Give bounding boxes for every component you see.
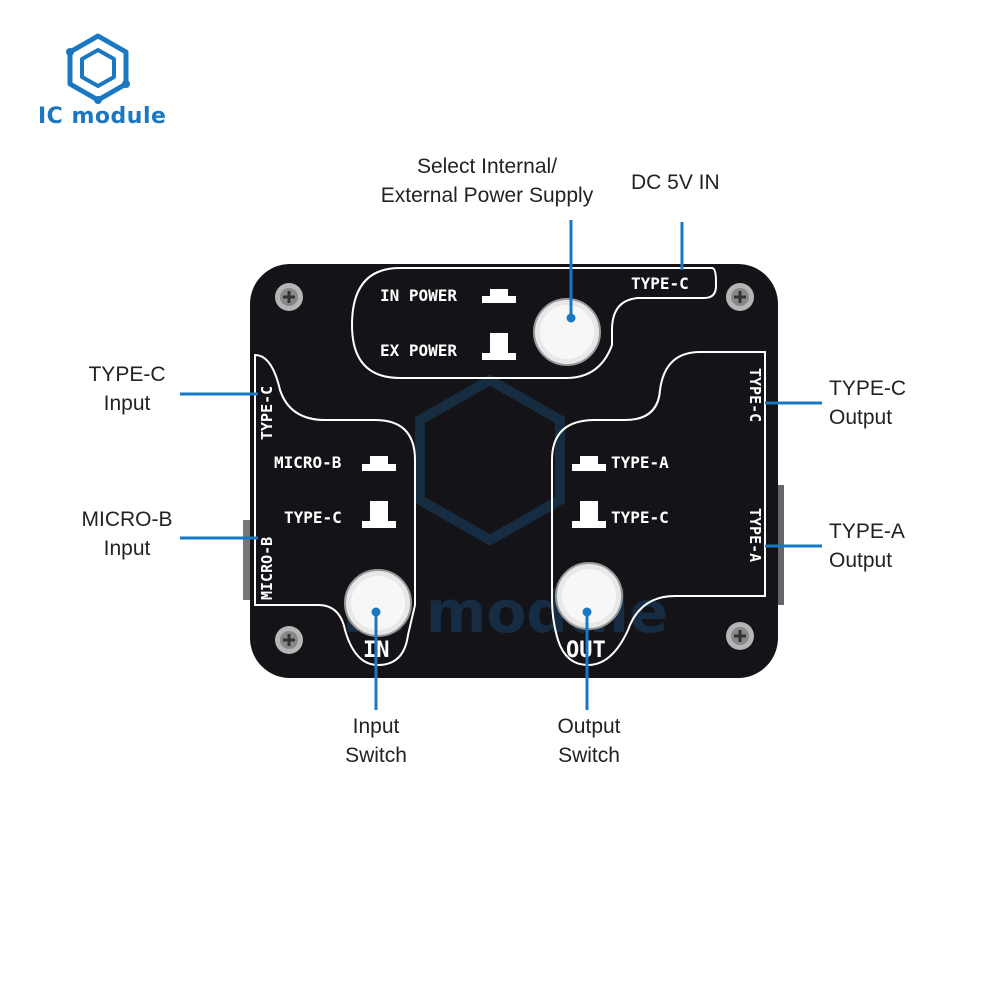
switch-position-down-icon bbox=[572, 501, 606, 528]
brand-name: IC module bbox=[38, 104, 167, 129]
ex-power-label: EX POWER bbox=[380, 341, 457, 360]
in-power-label: IN POWER bbox=[380, 286, 457, 305]
callout-output-switch-line2: Switch bbox=[558, 744, 620, 767]
callout-select-power-line2: External Power Supply bbox=[380, 184, 594, 207]
left-microb-port-label: MICRO-B bbox=[258, 537, 276, 600]
switch-position-up-icon bbox=[572, 456, 606, 471]
screw-icon bbox=[275, 626, 303, 654]
callout-type-a-output-line1: TYPE-A bbox=[829, 520, 905, 543]
hexagon-logo-icon bbox=[66, 33, 130, 104]
leader-dot bbox=[371, 607, 381, 617]
callout-output-switch-line1: Output bbox=[557, 715, 621, 738]
option-typec-input-label: TYPE-C bbox=[284, 508, 342, 527]
callout-micro-b-input-line2: Input bbox=[103, 537, 151, 560]
callout-type-c-output: TYPE-C Output bbox=[829, 374, 969, 432]
brand-logo bbox=[34, 30, 174, 140]
callout-type-c-input: TYPE-C Input bbox=[62, 360, 192, 418]
input-switch-button[interactable] bbox=[344, 569, 412, 637]
dc-in-typec-label: TYPE-C bbox=[631, 274, 689, 293]
callout-type-a-output-line2: Output bbox=[829, 549, 893, 572]
switch-position-up-icon bbox=[482, 289, 516, 303]
switch-position-up-icon bbox=[362, 456, 396, 471]
screw-icon bbox=[275, 283, 303, 311]
callout-dc-in: DC 5V IN bbox=[631, 168, 771, 197]
callout-type-c-input-line2: Input bbox=[103, 392, 151, 415]
callout-output-switch: Output Switch bbox=[529, 712, 649, 770]
output-switch-button[interactable] bbox=[555, 562, 623, 630]
callout-select-power: Select Internal/ External Power Supply bbox=[352, 152, 622, 210]
callout-type-c-output-line2: Output bbox=[829, 406, 893, 429]
callout-type-c-output-line1: TYPE-C bbox=[829, 377, 907, 400]
right-typec-port-label: TYPE-C bbox=[746, 368, 764, 422]
callout-input-switch-line2: Switch bbox=[345, 744, 407, 767]
right-typea-port-label: TYPE-A bbox=[746, 508, 764, 562]
switch-position-down-icon bbox=[362, 501, 396, 528]
micro-b-port bbox=[243, 520, 253, 600]
screw-icon bbox=[726, 283, 754, 311]
callout-input-switch: Input Switch bbox=[316, 712, 436, 770]
callout-type-c-input-line1: TYPE-C bbox=[88, 363, 166, 386]
screw-icon bbox=[726, 622, 754, 650]
callout-dc-in-text: DC 5V IN bbox=[631, 171, 720, 194]
callout-select-power-line1: Select Internal/ bbox=[416, 155, 558, 178]
callout-type-a-output: TYPE-A Output bbox=[829, 517, 969, 575]
callout-micro-b-input-line1: MICRO-B bbox=[81, 508, 173, 531]
callout-input-switch-line1: Input bbox=[352, 715, 400, 738]
callout-micro-b-input: MICRO-B Input bbox=[62, 505, 192, 563]
option-typea-label: TYPE-A bbox=[611, 453, 669, 472]
left-typec-port-label: TYPE-C bbox=[258, 386, 276, 440]
leader-dot bbox=[566, 313, 576, 323]
switch-position-down-icon bbox=[482, 333, 516, 360]
power-select-button[interactable] bbox=[533, 298, 601, 366]
option-typec-output-label: TYPE-C bbox=[611, 508, 669, 527]
option-microb-label: MICRO-B bbox=[274, 453, 342, 472]
leader-dot bbox=[582, 607, 592, 617]
